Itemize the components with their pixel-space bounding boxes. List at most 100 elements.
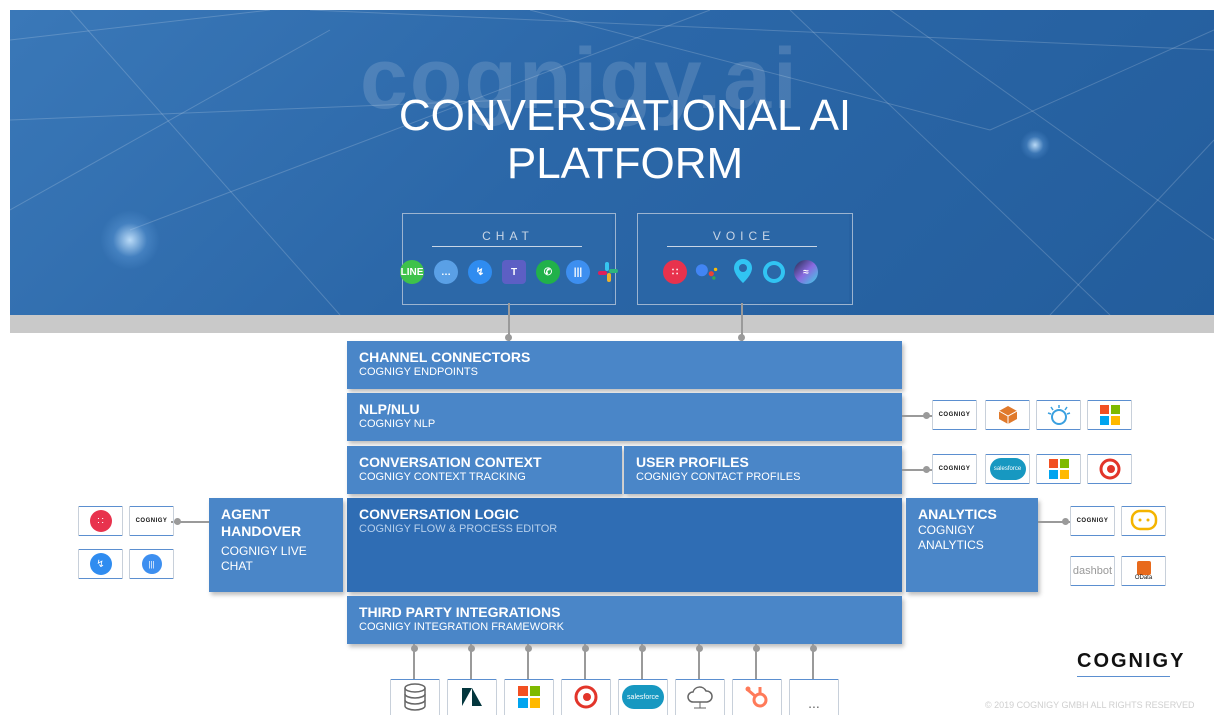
layer-title: CONVERSATION CONTEXT bbox=[359, 454, 542, 470]
integration-connector-dot bbox=[639, 645, 646, 652]
chat-label: CHAT bbox=[482, 229, 534, 243]
intercom-tile: ||| bbox=[129, 549, 174, 579]
cognigy-profiles-tile: COGNIGY bbox=[932, 454, 977, 484]
microsoft-icon bbox=[1048, 459, 1069, 479]
subtitle-line-2: ANALYTICS bbox=[918, 538, 984, 552]
hero-banner: cognigy.ai CONVERSATIONAL AI PLATFORM bbox=[10, 10, 1214, 315]
integration-connector-dot bbox=[696, 645, 703, 652]
agent-handover-subtitle: COGNIGY LIVE CHAT bbox=[221, 544, 307, 574]
voice-group-bg bbox=[639, 214, 849, 302]
chat-group-bg bbox=[404, 214, 612, 302]
cognigy-wordmark: COGNIGY bbox=[135, 518, 168, 524]
dashbot-wordmark: dashbot bbox=[1072, 565, 1113, 577]
integration-connector-dot bbox=[525, 645, 532, 652]
analytics-subtitle: COGNIGY ANALYTICS bbox=[918, 523, 984, 553]
cognigy-analytics-tile: COGNIGY bbox=[1070, 506, 1115, 536]
integration-connector-line bbox=[755, 644, 757, 679]
line-icon: LINE bbox=[400, 260, 424, 284]
integration-connector-line bbox=[584, 644, 586, 679]
odata-wordmark: OData bbox=[1134, 575, 1153, 581]
hubspot-icon bbox=[745, 686, 768, 708]
logo-underline bbox=[1077, 676, 1170, 677]
swirl-icon bbox=[574, 685, 598, 709]
zendesk-icon bbox=[462, 688, 482, 706]
more-text: ... bbox=[808, 695, 820, 711]
dashbot-tile: dashbot bbox=[1070, 556, 1115, 586]
google-assistant-icon bbox=[695, 260, 719, 284]
analytics-title: ANALYTICS bbox=[918, 506, 997, 522]
page-title: CONVERSATIONAL AI PLATFORM bbox=[260, 92, 990, 188]
voice-connector bbox=[741, 303, 743, 341]
odata-icon bbox=[1136, 561, 1151, 575]
agent-handover-title: AGENT HANDOVER bbox=[221, 506, 301, 540]
layer-title: CONVERSATION LOGIC bbox=[359, 506, 519, 522]
cognigy-nlp-tile: COGNIGY bbox=[932, 400, 977, 430]
zendesk-tile bbox=[447, 679, 497, 715]
slack-icon bbox=[596, 260, 620, 284]
twilio-icon: ∷ bbox=[663, 260, 687, 284]
layer-title: CHANNEL CONNECTORS bbox=[359, 349, 531, 365]
layer-title: THIRD PARTY INTEGRATIONS bbox=[359, 604, 561, 620]
aws-cube-icon bbox=[998, 406, 1017, 424]
intercom-icon: ||| bbox=[566, 260, 590, 284]
cognigy-wordmark: COGNIGY bbox=[938, 466, 971, 472]
channel-connectors-layer: CHANNEL CONNECTORS COGNIGY ENDPOINTS bbox=[347, 341, 902, 389]
integration-connector-dot bbox=[468, 645, 475, 652]
layer-subtitle: COGNIGY FLOW & PROCESS EDITOR bbox=[359, 523, 558, 535]
nlp-connector-dot bbox=[923, 412, 930, 419]
watson-tile bbox=[1036, 400, 1081, 430]
salesforce-icon: salesforce bbox=[989, 458, 1026, 480]
conversation-logic-layer: CONVERSATION LOGIC COGNIGY FLOW & PROCES… bbox=[347, 498, 902, 592]
salesforce-icon: salesforce bbox=[622, 685, 664, 709]
analytics-connector-dot bbox=[1062, 518, 1069, 525]
subtitle-line-1: COGNIGY bbox=[918, 523, 975, 537]
more-integrations-tile: ... bbox=[789, 679, 839, 715]
layer-subtitle: COGNIGY ENDPOINTS bbox=[359, 366, 478, 378]
integration-connector-line bbox=[413, 644, 415, 679]
voice-group bbox=[637, 213, 853, 305]
cloud-icon bbox=[687, 686, 713, 709]
layer-title: USER PROFILES bbox=[636, 454, 749, 470]
integration-connector-line bbox=[470, 644, 472, 679]
hubspot-tile bbox=[732, 679, 782, 715]
analytics-box: ANALYTICS COGNIGY ANALYTICS bbox=[906, 498, 1038, 592]
third-party-integrations-layer: THIRD PARTY INTEGRATIONS COGNIGY INTEGRA… bbox=[347, 596, 902, 644]
light-glow bbox=[1020, 130, 1050, 160]
subtitle-line-1: COGNIGY LIVE bbox=[221, 544, 307, 558]
copyright-text: © 2019 COGNIGY GMBH ALL RIGHTS RESERVED bbox=[985, 700, 1195, 710]
microsoft-luis-tile bbox=[1087, 400, 1132, 430]
handover-connector-dot bbox=[174, 518, 181, 525]
layer-subtitle: COGNIGY INTEGRATION FRAMEWORK bbox=[359, 621, 564, 633]
sap-integration-tile bbox=[561, 679, 611, 715]
handover-connector bbox=[171, 521, 209, 523]
chatbase-tile bbox=[1121, 506, 1166, 536]
integration-connector-line bbox=[812, 644, 814, 679]
database-tile bbox=[390, 679, 440, 715]
siri-icon: ≈ bbox=[794, 260, 818, 284]
voice-connector-dot bbox=[738, 334, 745, 341]
integration-connector-line bbox=[527, 644, 529, 679]
twilio-flex-tile: ∷ bbox=[78, 506, 123, 536]
teams-icon: T bbox=[502, 260, 526, 284]
title-line-1: AGENT bbox=[221, 506, 270, 522]
voice-rule bbox=[667, 246, 817, 247]
twilio-icon: ∷ bbox=[89, 510, 112, 532]
chat-bubbles-icon: … bbox=[434, 260, 458, 284]
salesforce-tile: salesforce bbox=[985, 454, 1030, 484]
integration-connector-dot bbox=[753, 645, 760, 652]
sap-tile bbox=[1087, 454, 1132, 484]
chat-connector bbox=[508, 303, 510, 341]
profiles-connector-dot bbox=[923, 466, 930, 473]
salesforce-integration-tile: salesforce bbox=[618, 679, 668, 715]
integration-connector-line bbox=[641, 644, 643, 679]
microsoft-dynamics-tile bbox=[1036, 454, 1081, 484]
database-icon bbox=[404, 683, 426, 711]
conversation-context-layer: CONVERSATION CONTEXT COGNIGY CONTEXT TRA… bbox=[347, 446, 622, 494]
chat-connector-dot bbox=[505, 334, 512, 341]
integration-connector-dot bbox=[582, 645, 589, 652]
alexa-icon bbox=[762, 260, 786, 284]
layer-subtitle: COGNIGY CONTACT PROFILES bbox=[636, 471, 801, 483]
integration-connector-line bbox=[698, 644, 700, 679]
voice-label: VOICE bbox=[712, 229, 776, 243]
user-profiles-layer: USER PROFILES COGNIGY CONTACT PROFILES bbox=[624, 446, 902, 494]
